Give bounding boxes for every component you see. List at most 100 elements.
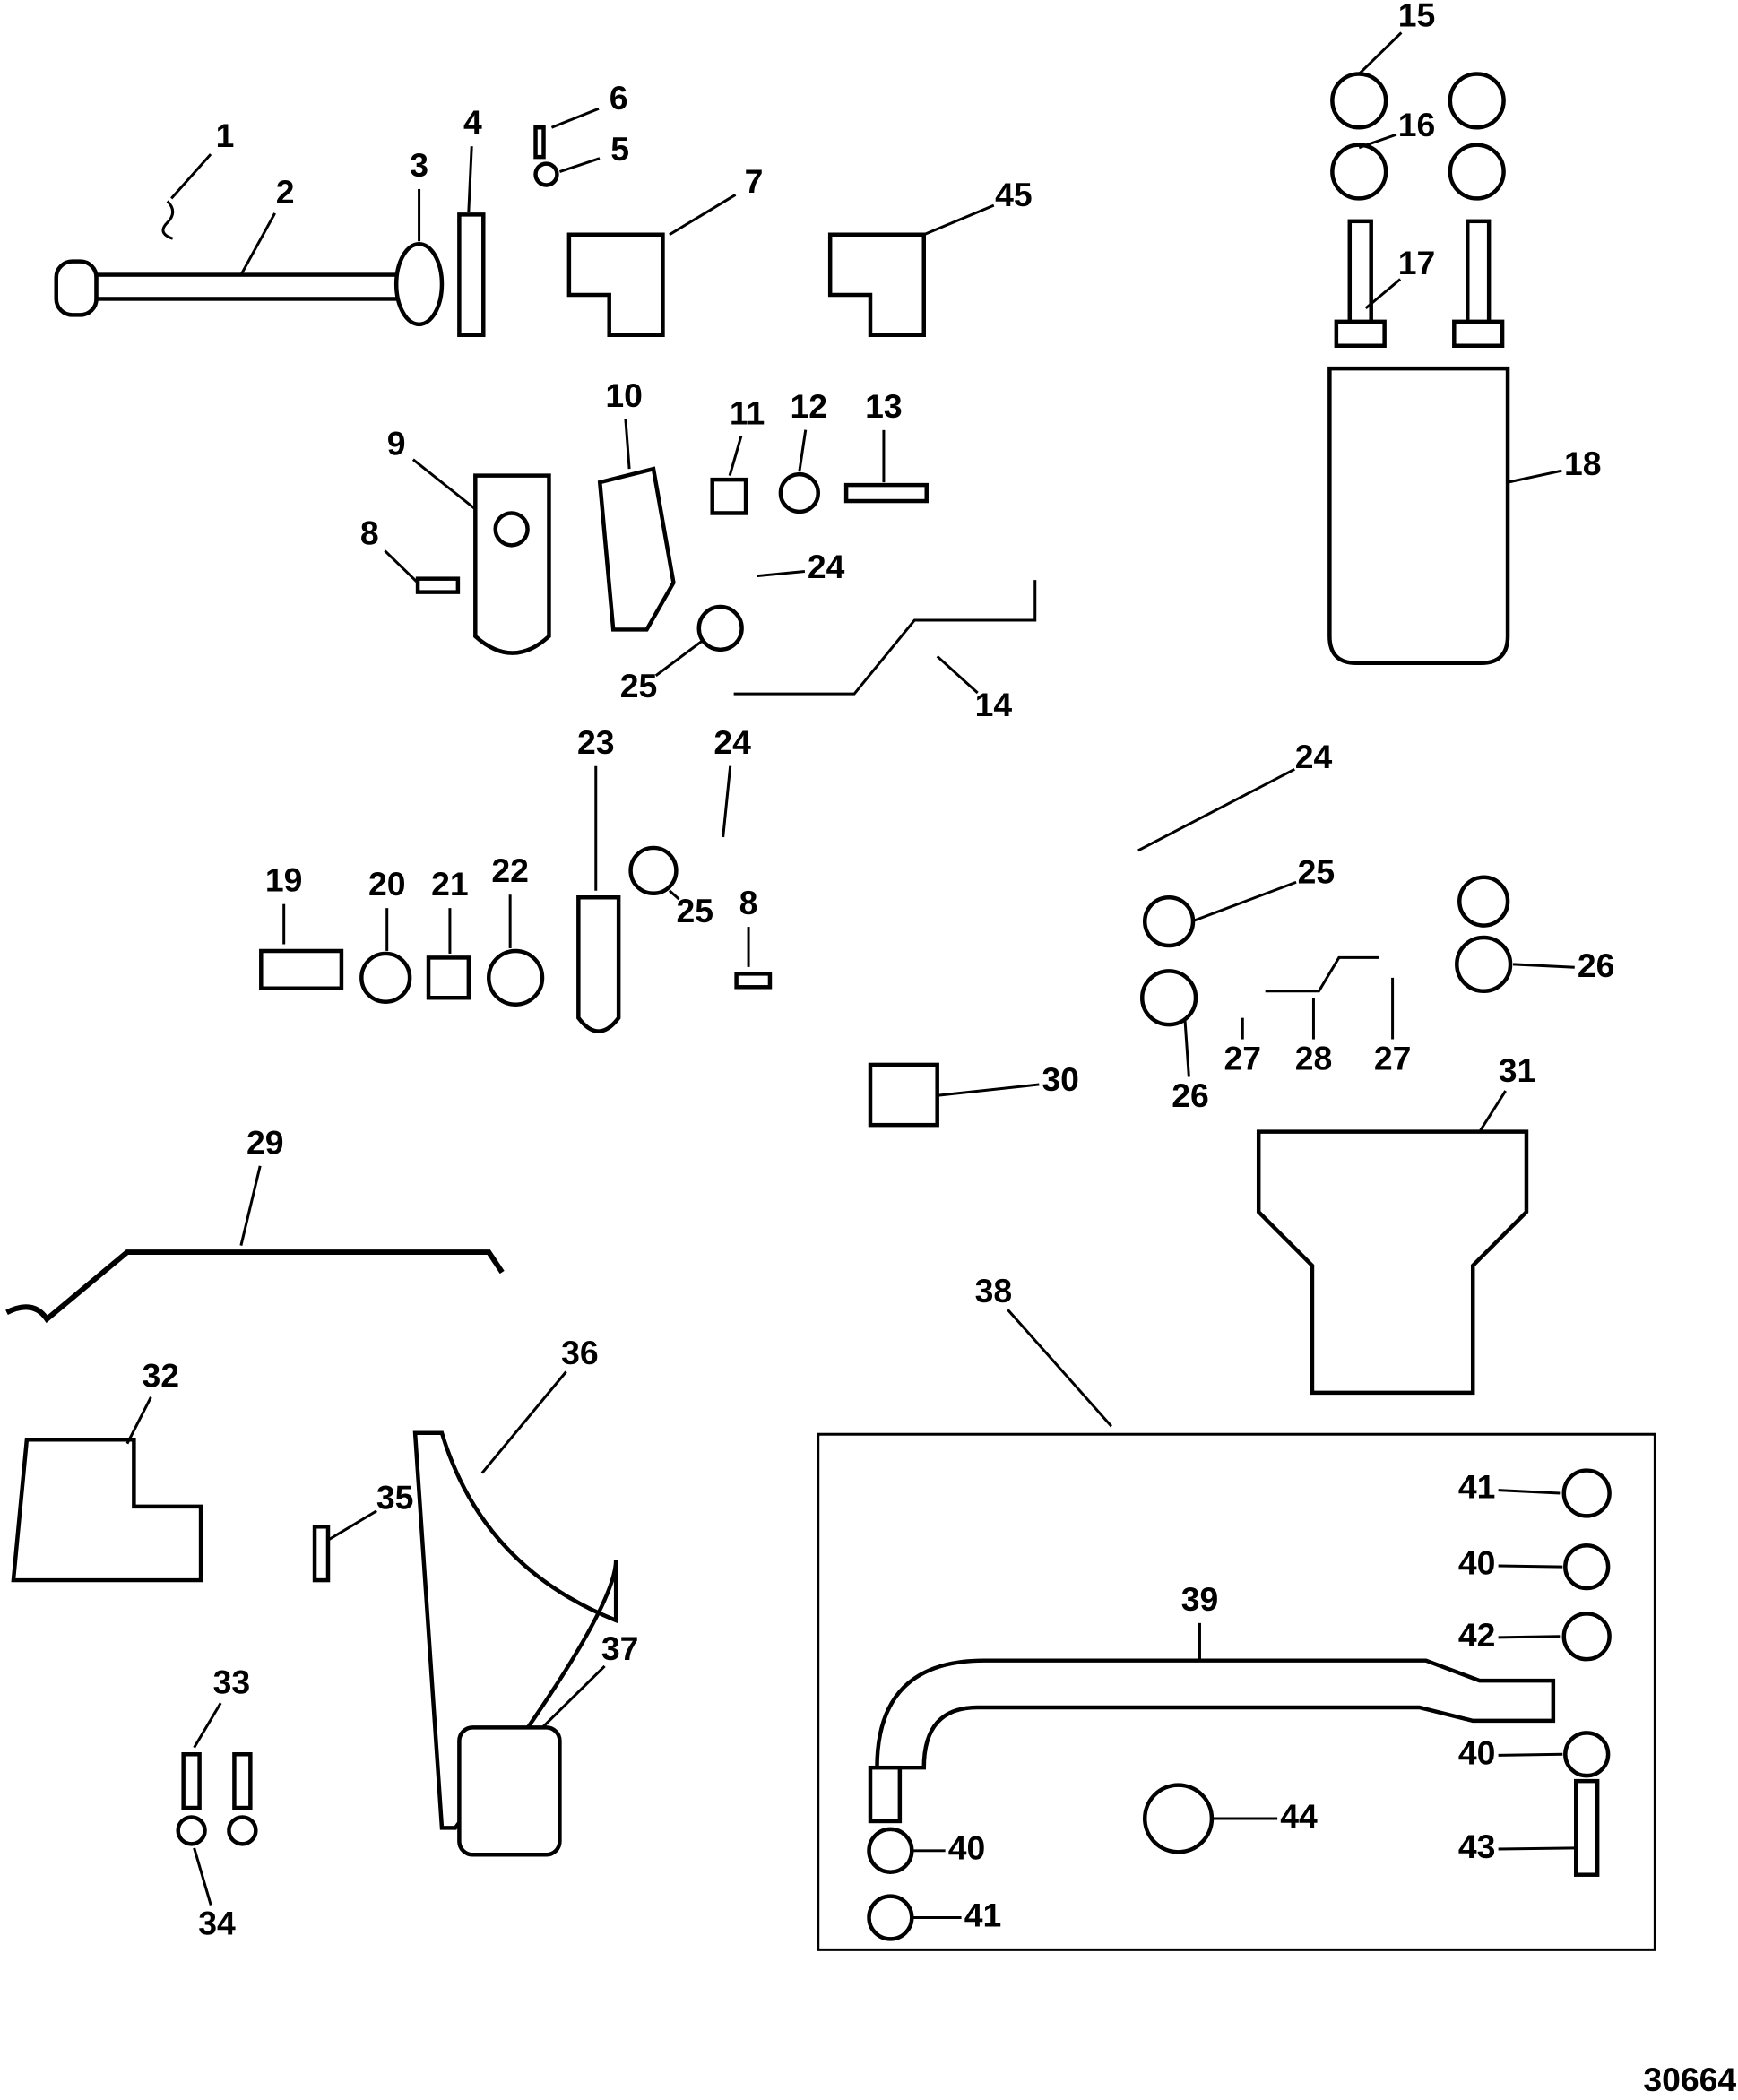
leader-line [1498,1635,1561,1639]
leader-line [669,194,737,237]
callout-21: 21 [431,865,469,903]
figure-number: 30664 [1643,2061,1736,2098]
callout-3: 3 [410,146,428,184]
callout-15: 15 [1398,0,1436,34]
leader-line [480,1370,567,1474]
leader-line [193,1702,222,1749]
leader-line [923,203,995,237]
callout-24: 24 [808,548,845,585]
leader-line [1007,1309,1113,1428]
callout-14: 14 [975,686,1013,723]
callout-26: 26 [1172,1076,1209,1114]
callout-44: 44 [1280,1797,1318,1835]
part-drawings [5,72,1656,1951]
callout-36: 36 [561,1334,599,1371]
callout-6: 6 [610,79,628,117]
leader-line [756,570,806,578]
leader-line [937,1083,1040,1097]
callout-25: 25 [620,667,658,704]
callout-19: 19 [265,861,303,899]
leader-line [239,1165,262,1246]
callout-5: 5 [610,130,629,168]
callout-8: 8 [739,884,758,921]
callout-33: 33 [213,1663,251,1700]
leader-line [170,153,212,200]
leader-line [125,1396,152,1445]
callout-25: 25 [677,892,714,929]
callout-45: 45 [995,176,1033,213]
leader-line [540,1664,606,1729]
callout-23: 23 [577,723,615,761]
callout-20: 20 [368,865,406,903]
leader-line [798,429,808,472]
leader-line [1358,133,1397,150]
leader-lines [125,31,1577,1920]
callout-38: 38 [975,1272,1013,1309]
callout-42: 42 [1458,1616,1496,1654]
leader-line [1512,963,1575,969]
leader-line [1358,31,1403,75]
leader-line [384,549,419,584]
leader-line [239,212,276,276]
leader-line [1498,1489,1561,1495]
callout-43: 43 [1458,1828,1496,1865]
callout-24: 24 [713,723,751,761]
callout-10: 10 [605,376,643,414]
leader-line [1498,1846,1577,1851]
callout-40: 40 [948,1829,986,1867]
callout-30: 30 [1042,1060,1079,1098]
callout-4: 4 [463,103,482,141]
leader-line [1507,469,1562,484]
callout-12: 12 [791,387,828,425]
callout-27: 27 [1224,1039,1262,1076]
leader-line [1364,278,1402,310]
leader-line [550,107,600,129]
leader-line [193,1847,212,1906]
callout-27: 27 [1374,1039,1412,1076]
callout-26: 26 [1578,946,1615,984]
callout-28: 28 [1295,1039,1333,1076]
leader-line [728,435,743,477]
callout-29: 29 [246,1123,284,1161]
leader-line [411,458,477,511]
callout-32: 32 [142,1356,179,1394]
callout-17: 17 [1398,244,1436,281]
callout-7: 7 [745,162,764,200]
leader-line [1498,1564,1563,1569]
callout-18: 18 [1564,445,1602,482]
callout-35: 35 [376,1478,414,1516]
leader-line [1183,1020,1190,1077]
callout-1: 1 [216,117,235,154]
callout-22: 22 [491,851,529,889]
leader-line [668,889,680,901]
leader-line [1478,1090,1507,1133]
callout-11: 11 [730,393,765,431]
leader-line [1190,880,1297,923]
callout-40: 40 [1458,1543,1496,1581]
callout-25: 25 [1298,853,1336,891]
leader-line [624,419,631,470]
leader-line [722,765,732,838]
callout-37: 37 [601,1629,639,1667]
leader-line [654,639,705,678]
callout-40: 40 [1458,1734,1496,1772]
callout-41: 41 [1458,1467,1496,1505]
leader-line [936,655,979,695]
leader-line [1137,768,1295,852]
callout-8: 8 [360,514,379,552]
callout-13: 13 [865,387,903,425]
leader-line [467,146,473,212]
callout-24: 24 [1295,738,1333,775]
callout-34: 34 [198,1904,236,1941]
callout-41: 41 [964,1896,1002,1933]
callout-16: 16 [1398,106,1436,143]
callout-31: 31 [1499,1051,1536,1089]
callout-39: 39 [1181,1580,1219,1618]
leader-line [327,1509,377,1542]
callout-2: 2 [276,173,295,211]
leader-line [1498,1752,1563,1757]
leader-line [558,157,601,173]
callout-9: 9 [387,425,406,462]
